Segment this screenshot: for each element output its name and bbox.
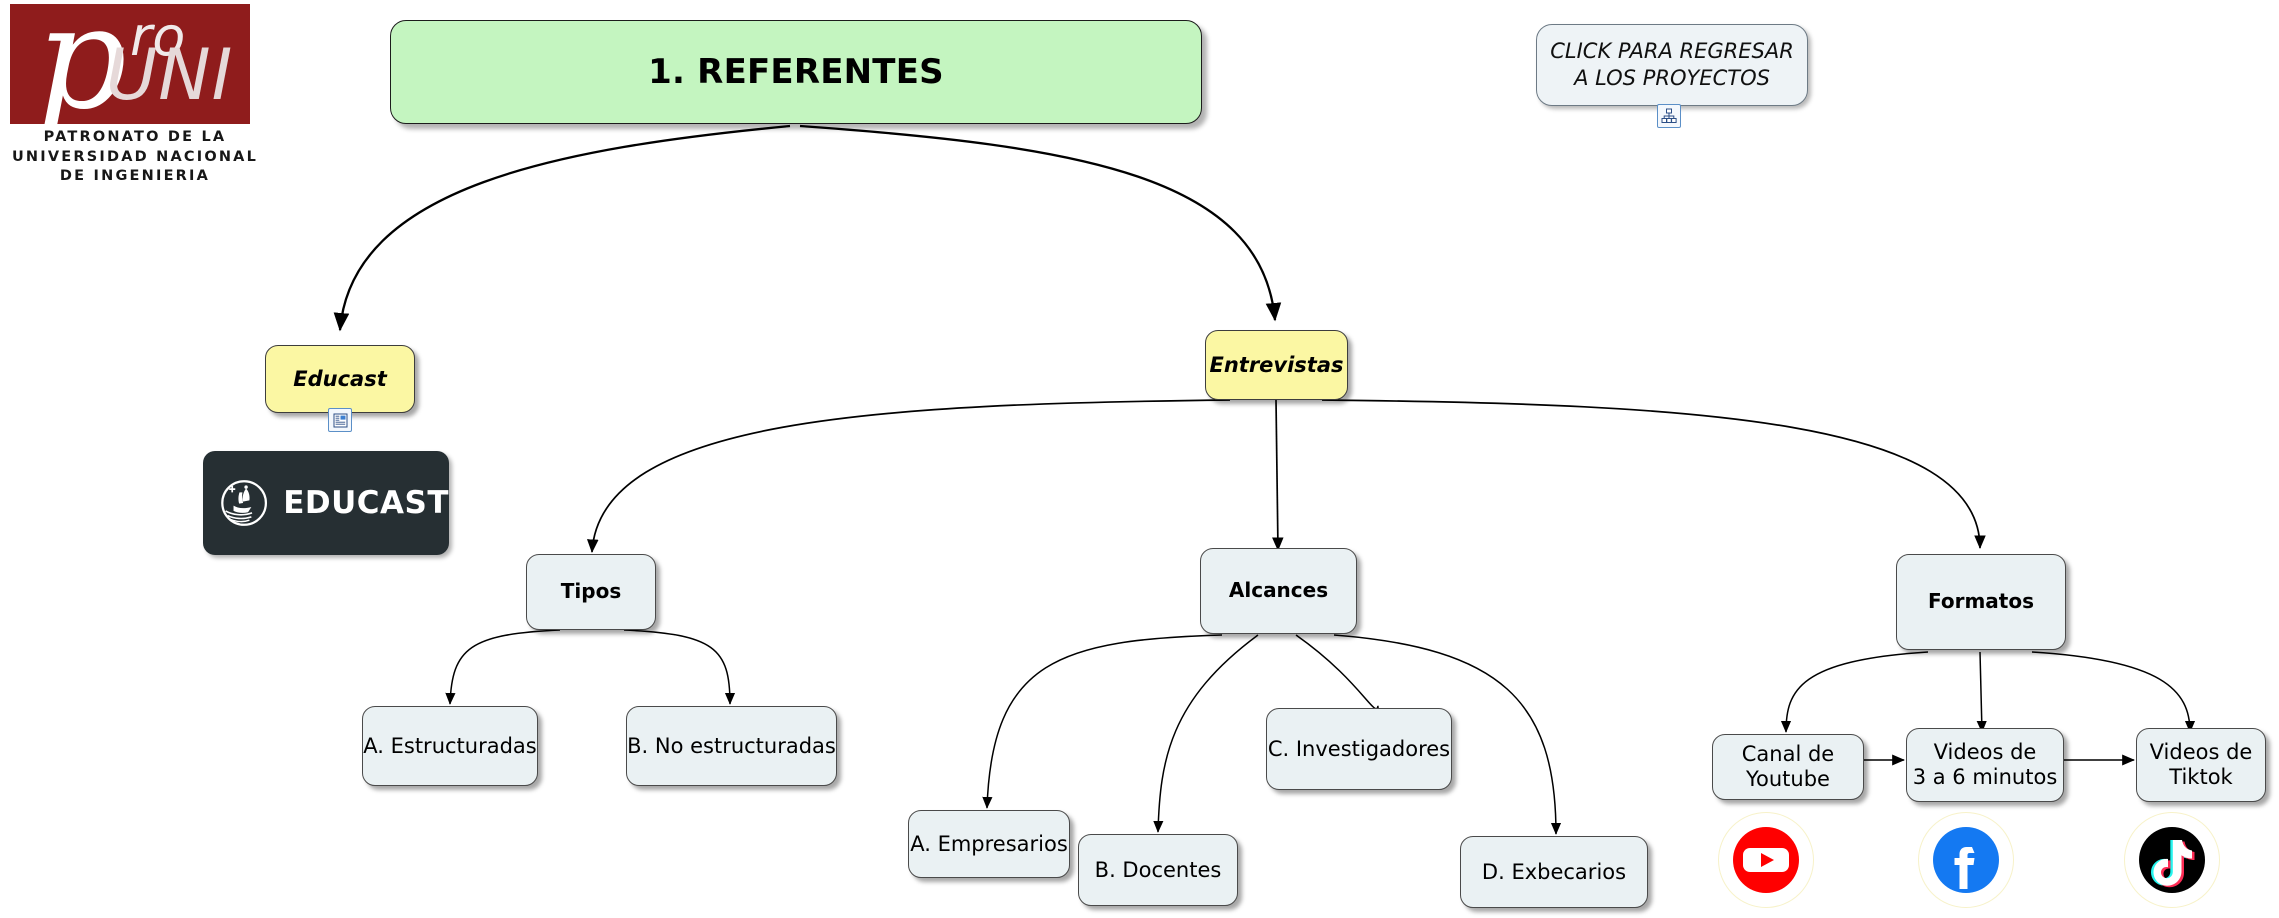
wire-formatos-to-tiktok (2031, 651, 2196, 733)
node-videos-3-a-6-minutos[interactable]: Videos de 3 a 6 minutos (1906, 728, 2064, 802)
wire-tipos-to-b (623, 629, 736, 705)
node-formatos[interactable]: Formatos (1896, 554, 2066, 650)
youtube-glyph (1733, 827, 1799, 893)
wire-alcances-to-b (1153, 634, 1259, 833)
wire-title-to-entrevistas (799, 124, 1282, 322)
prouni-caption: PATRONATO DE LA UNIVERSIDAD NACIONAL DE … (11, 129, 259, 185)
wire-title-to-educast (333, 124, 791, 332)
tiktok-glyph (2139, 827, 2205, 893)
wire-alcances-to-a (982, 634, 1223, 809)
wire-formatos-to-youtube (1780, 651, 1929, 733)
return-line-2: A LOS PROYECTOS (1574, 66, 1770, 90)
hierarchy-icon[interactable] (1657, 104, 1681, 128)
node-d-exbecarios[interactable]: D. Exbecarios (1460, 836, 1648, 908)
node-click-para-regresar[interactable]: CLICK PARA REGRESAR A LOS PROYECTOS (1536, 24, 1808, 106)
wire-entrevistas-to-tipos (587, 399, 1231, 554)
node-alcances[interactable]: Alcances (1200, 548, 1357, 634)
node-entrevistas[interactable]: Entrevistas (1205, 330, 1348, 400)
facebook-icon[interactable] (1918, 812, 2014, 908)
prouni-uni-glyph: UNI (106, 34, 234, 116)
hierarchy-glyph (1661, 108, 1677, 123)
facebook-glyph (1933, 827, 1999, 893)
node-c-investigadores[interactable]: C. Investigadores (1266, 708, 1452, 790)
tiktok-icon[interactable] (2124, 812, 2220, 908)
prouni-p-glyph: p (36, 4, 127, 124)
wire-formatos-to-videos (1976, 651, 1987, 733)
document-glyph (333, 413, 347, 427)
prouni-logo: p ro UNI PATRONATO DE LA UNIVERSIDAD NAC… (10, 4, 258, 184)
wire-tipos-to-a (445, 629, 561, 705)
educast-wordmark: EDUCAST (283, 485, 449, 521)
node-videos-de-tiktok[interactable]: Videos de Tiktok (2136, 728, 2266, 802)
document-attachment-icon[interactable] (328, 408, 352, 432)
educast-logo-card[interactable]: EDUCAST (203, 451, 449, 555)
node-referentes-title[interactable]: 1. REFERENTES (390, 20, 1202, 124)
prouni-ro-glyph: ro (130, 5, 186, 68)
node-b-docentes[interactable]: B. Docentes (1078, 834, 1238, 906)
wire-alcances-to-c (1295, 634, 1382, 718)
ship-circle-icon (221, 480, 268, 526)
node-a-empresarios[interactable]: A. Empresarios (908, 810, 1070, 878)
prouni-logo-mark: p ro UNI (10, 4, 250, 124)
youtube-icon[interactable] (1718, 812, 1814, 908)
wire-entrevistas-to-formatos (1321, 399, 1986, 550)
node-a-estructuradas[interactable]: A. Estructuradas (362, 706, 538, 786)
node-b-no-estructuradas[interactable]: B. No estructuradas (626, 706, 837, 786)
node-tipos[interactable]: Tipos (526, 554, 656, 630)
wire-entrevistas-to-alcances (1272, 399, 1284, 552)
return-line-1: CLICK PARA REGRESAR (1550, 38, 1794, 63)
node-canal-de-youtube[interactable]: Canal de Youtube (1712, 734, 1864, 800)
node-educast[interactable]: Educast (265, 345, 415, 413)
